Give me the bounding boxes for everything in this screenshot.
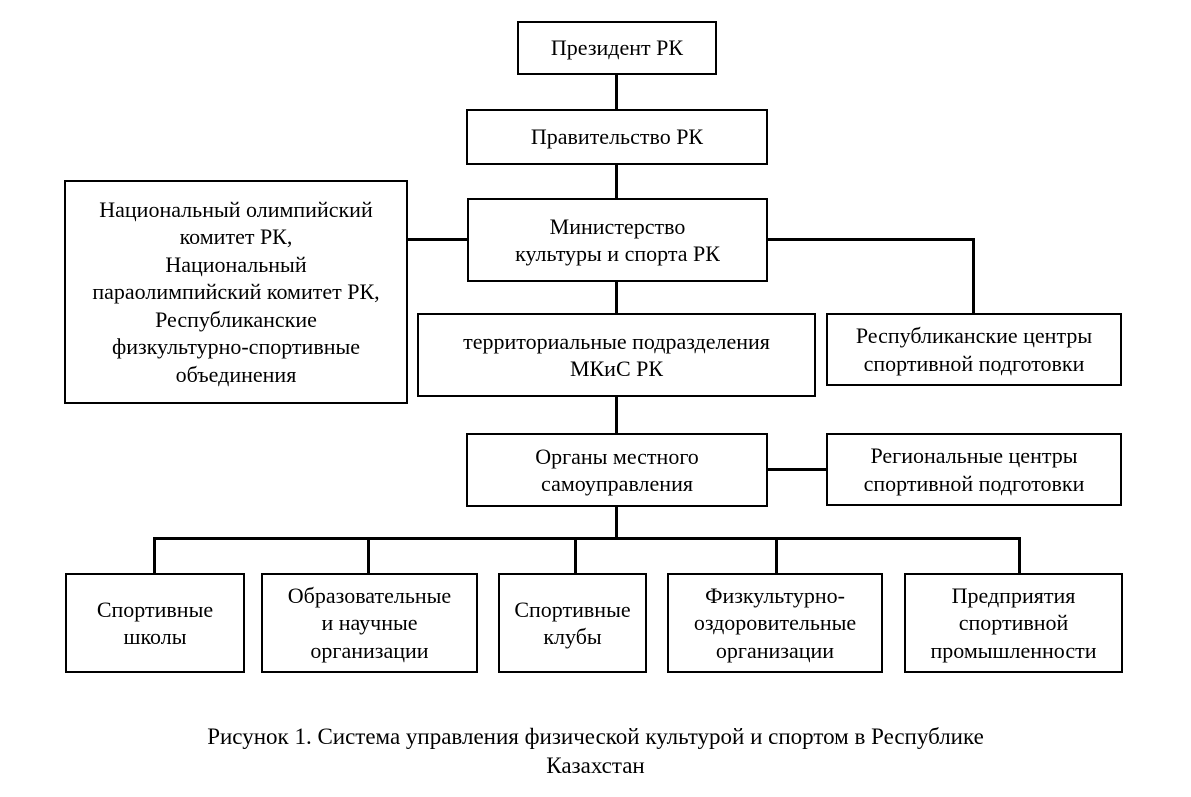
connector-olympic-ministry <box>408 238 467 241</box>
node-olympic-committees: Национальный олимпийский комитет РК, Нац… <box>64 180 408 404</box>
figure-caption: Рисунок 1. Система управления физической… <box>207 724 984 779</box>
connector-local-government-bus <box>615 507 618 538</box>
node-sport-schools: Спортивные школы <box>65 573 245 673</box>
connector-president-government <box>615 75 618 111</box>
node-government: Правительство РК <box>466 109 768 165</box>
node-fitness-organizations: Физкультурно- оздоровительные организаци… <box>667 573 883 673</box>
connector-bus-educational-organizations <box>367 537 370 573</box>
connector-territorial-local-government <box>615 397 618 433</box>
node-sport-industry-enterprises: Предприятия спортивной промышленности <box>904 573 1123 673</box>
node-republican-sport-centers: Республиканские центры спортивной подгот… <box>826 313 1122 386</box>
node-ministry-culture-sport: Министерство культуры и спорта РК <box>467 198 768 282</box>
node-territorial-divisions: территориальные подразделения МКиС РК <box>417 313 816 397</box>
connector-local-government-regional-centers <box>768 468 826 471</box>
connector-ministry-republican-centers-horizontal <box>768 238 975 241</box>
node-sport-clubs: Спортивные клубы <box>498 573 647 673</box>
connector-bus-sport-clubs <box>574 537 577 573</box>
connector-ministry-republican-centers-vertical <box>972 238 975 313</box>
node-educational-organizations: Образовательные и научные организации <box>261 573 478 673</box>
connector-ministry-territorial <box>615 282 618 313</box>
connector-government-ministry <box>615 165 618 198</box>
connector-bus-sport-industry <box>1018 537 1021 573</box>
connector-bottom-bus <box>153 537 1021 540</box>
node-president: Президент РК <box>517 21 717 75</box>
node-regional-sport-centers: Региональные центры спортивной подготовк… <box>826 433 1122 506</box>
connector-bus-fitness-organizations <box>775 537 778 573</box>
connector-bus-sport-schools <box>153 537 156 573</box>
node-local-government: Органы местного самоуправления <box>466 433 768 507</box>
